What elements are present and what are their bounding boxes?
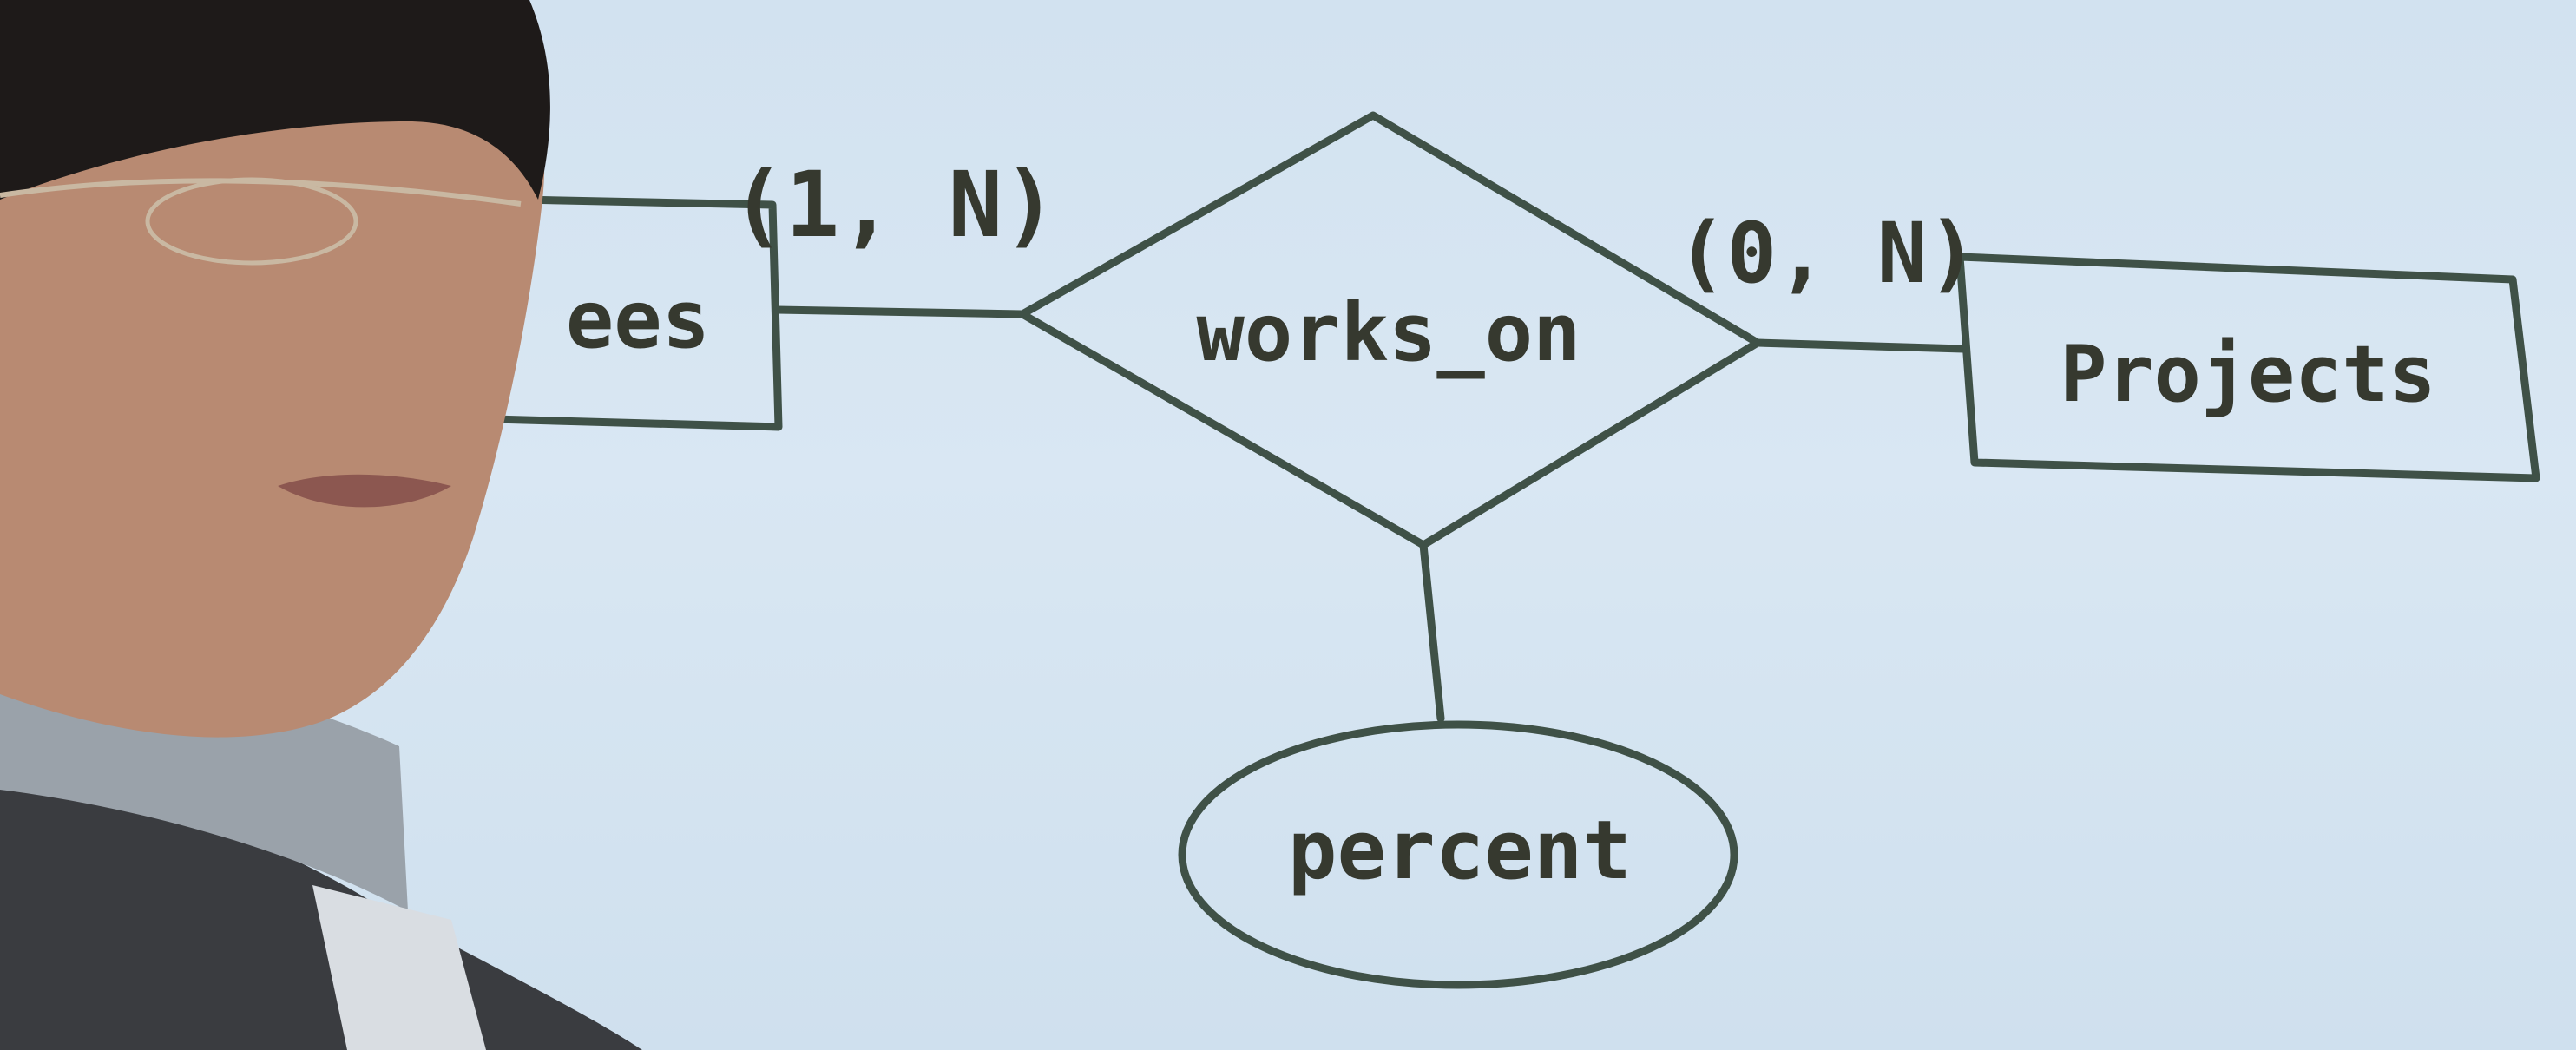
works-on-projects-link <box>1753 338 1968 353</box>
cardinality-employees-works-on: (1, N) <box>731 152 1057 258</box>
attribute-percent-ellipse <box>1178 720 1738 989</box>
employees-works-on-link <box>772 305 1027 318</box>
relationship-works-on-diamond <box>1018 111 1762 549</box>
attribute-percent-label: percent <box>1288 804 1632 898</box>
relationship-works-on: works_on <box>1018 111 1762 549</box>
presenter-hair <box>0 0 550 200</box>
entity-projects-box <box>1955 253 2540 482</box>
entity-employees-label: ees <box>566 273 710 366</box>
entity-projects-label: Projects <box>2060 329 2435 420</box>
presenter-shirt <box>312 885 486 1050</box>
entity-projects: Projects <box>1955 253 2540 482</box>
cardinality-works-on-projects: (0, N) <box>1677 205 1978 302</box>
relationship-works-on-label: works_on <box>1196 286 1580 379</box>
presenter-mouth <box>278 474 451 508</box>
presenter-glasses-lens <box>145 177 358 266</box>
attribute-percent: percent <box>1178 720 1738 989</box>
works-on-percent-link <box>1419 541 1445 723</box>
presenter <box>0 0 642 1050</box>
